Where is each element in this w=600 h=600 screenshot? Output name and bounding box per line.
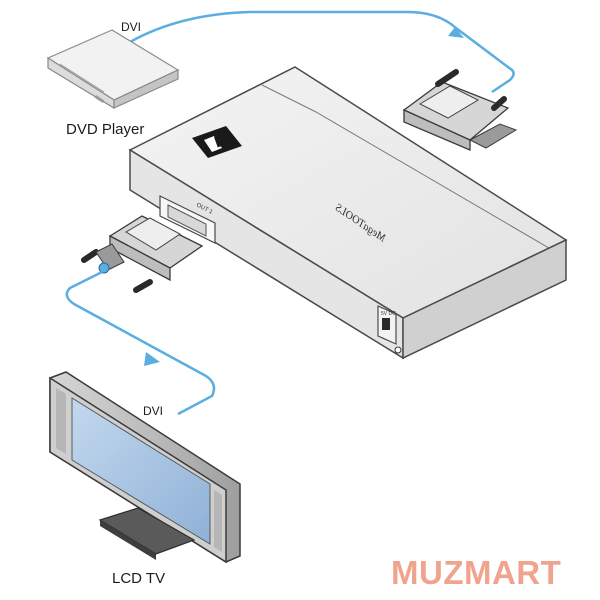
power-label: 5V DC <box>381 311 396 317</box>
arrow-icon <box>144 352 160 366</box>
dvi-label-bottom: DVI <box>143 404 164 418</box>
power-jack-icon: 5V DC <box>377 305 402 354</box>
kramer-logo-icon <box>192 126 242 158</box>
arrow-icon <box>448 27 464 38</box>
watermark: MUZMART <box>391 554 562 591</box>
lcd-tv <box>49 371 241 564</box>
dvi-connector-icon <box>81 215 204 293</box>
dvi-connector-icon <box>402 69 518 151</box>
dvi-cable-bottom <box>65 270 216 416</box>
dvd-player <box>46 29 180 110</box>
dvi-output-port: OUT 1 <box>159 195 216 244</box>
dvd-player-label: DVD Player <box>66 121 145 138</box>
dvi-cable-top <box>129 10 515 94</box>
dvi-label-top: DVI <box>121 20 142 34</box>
megatools-device: MegaTOOLS OUT 1 5V DC <box>128 66 568 360</box>
lcd-tv-label: LCD TV <box>112 570 166 587</box>
